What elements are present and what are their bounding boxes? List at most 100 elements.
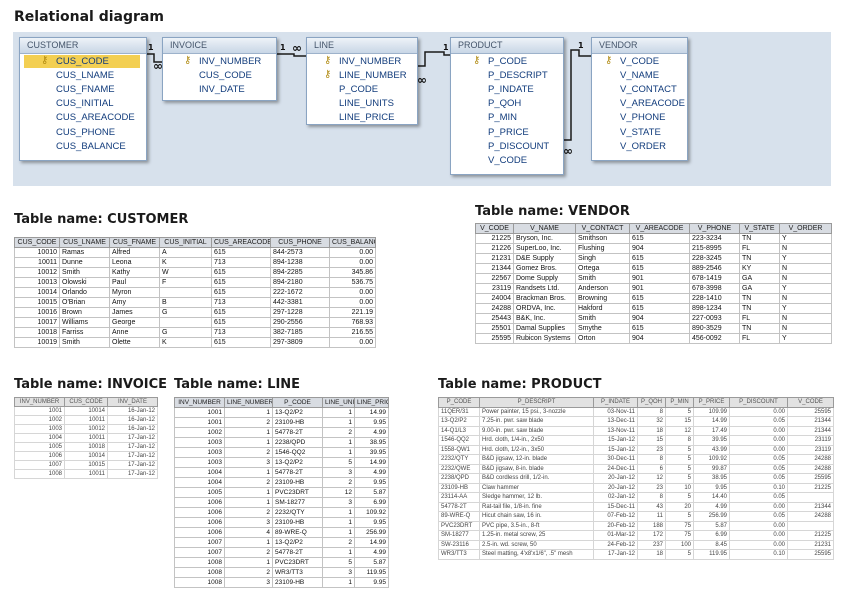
table-cell: 5.87 <box>693 520 730 531</box>
entity-field: CUS_CODE <box>199 70 252 82</box>
table-cell: 1008 <box>174 557 225 568</box>
table-cell: 904 <box>629 313 690 324</box>
table-cell: 345.86 <box>329 267 376 278</box>
table-cell: Flushing <box>575 243 630 254</box>
table-cell: 615 <box>211 287 271 298</box>
table-cell: 25595 <box>787 406 834 417</box>
table-cell: Hrd. cloth, 1/4-in., 2x50 <box>479 435 594 446</box>
table-cell: 10013 <box>14 277 60 288</box>
table-cell: 23 <box>637 444 666 455</box>
table-cell: 11 <box>637 511 666 522</box>
entity-field: CUS_INITIAL <box>56 98 114 110</box>
table-cell: 14.99 <box>354 457 389 468</box>
table-cell: 7.25-in. pwr. saw blade <box>479 416 594 427</box>
table-cell: 382-7185 <box>270 327 330 338</box>
rel-label-one: 1 <box>148 43 154 52</box>
selected-field-highlight <box>24 55 140 68</box>
table-cell: 109.99 <box>693 406 730 417</box>
column-header: INV_DATE <box>107 397 158 407</box>
table-cell: O'Brian <box>59 297 110 308</box>
table-cell: 615 <box>629 233 690 244</box>
column-header: INV_NUMBER <box>174 397 225 408</box>
column-header: LINE_UNITS <box>322 397 355 408</box>
table-cell: George <box>109 317 160 328</box>
table-cell: 6.99 <box>354 497 389 508</box>
table-cell: 1 <box>322 437 355 448</box>
column-header: P_DISCOUNT <box>729 397 788 408</box>
table-cell: N <box>779 323 832 334</box>
table-cell: 0.10 <box>729 482 788 493</box>
table-cell: FL <box>739 333 780 344</box>
table-cell: 75 <box>665 530 694 541</box>
table-cell: 8 <box>637 454 666 465</box>
table-cell: 17-Jan-12 <box>107 442 158 452</box>
table-cell: Gomez Bros. <box>513 263 576 274</box>
table-cell: 24-Dec-11 <box>593 463 638 474</box>
table-cell: 1 <box>224 427 273 438</box>
table-cell: 615 <box>629 303 690 314</box>
table-cell: 1001 <box>174 407 225 418</box>
table-cell: 5 <box>665 492 694 503</box>
rel-customer-invoice <box>145 53 162 63</box>
table-cell: 215-8995 <box>689 243 740 254</box>
table-cell: 109.92 <box>354 507 389 518</box>
table-cell: 1.25-in. metal screw, 25 <box>479 530 594 541</box>
table-cell: 24288 <box>475 303 514 314</box>
table-cell: 9.95 <box>354 477 389 488</box>
table-cell: Leona <box>109 257 160 268</box>
table-cell: 3 <box>322 567 355 578</box>
table-cell: Y <box>779 283 832 294</box>
table-cell <box>787 492 834 503</box>
table-cell: Ramas <box>59 247 110 258</box>
table-cell: Y <box>779 333 832 344</box>
table-cell: TN <box>739 303 780 314</box>
line-table: INV_NUMBERLINE_NUMBERP_CODELINE_UNITSLIN… <box>174 397 389 588</box>
table-cell: 24288 <box>787 454 834 465</box>
table-cell: 21344 <box>787 501 834 512</box>
table-cell: Dunne <box>59 257 110 268</box>
table-cell: TN <box>739 293 780 304</box>
table-cell: 23109-HB <box>438 482 480 493</box>
table-cell: 2 <box>322 427 355 438</box>
table-cell: 21344 <box>787 425 834 436</box>
table-cell: 5 <box>665 444 694 455</box>
table-cell: TN <box>739 323 780 334</box>
table-cell: 297-3809 <box>270 337 330 348</box>
table-cell: 17-Jan-12 <box>107 469 158 479</box>
table-cell: 3 <box>322 497 355 508</box>
table-cell: 1 <box>322 577 355 588</box>
table-cell: 615 <box>629 293 690 304</box>
table-cell: 23109-HB <box>272 517 323 528</box>
table-cell: 38.95 <box>693 473 730 484</box>
key-icon: ⚷ <box>324 55 332 66</box>
table-cell: 0.00 <box>329 257 376 268</box>
table-cell: 10015 <box>14 297 60 308</box>
table-cell: 1 <box>322 547 355 558</box>
table-cell: 5 <box>665 463 694 474</box>
table-cell: 1001 <box>174 417 225 428</box>
table-cell: 894-2180 <box>270 277 330 288</box>
column-header: P_QOH <box>637 397 666 408</box>
table-cell: 1003 <box>14 424 65 434</box>
table-cell: Olette <box>109 337 160 348</box>
table-cell: Rubicon Systems <box>513 333 576 344</box>
entity-field: LINE_PRICE <box>339 112 395 124</box>
table-cell: SW-23116 <box>438 539 480 550</box>
rel-label-many: ∞ <box>563 144 573 158</box>
table-cell: Williams <box>59 317 110 328</box>
key-icon: ⚷ <box>41 55 49 66</box>
page-title: Relational diagram <box>14 9 164 25</box>
table-cell: 216.55 <box>329 327 376 338</box>
column-header: V_ORDER <box>779 223 832 234</box>
table-cell: N <box>779 273 832 284</box>
